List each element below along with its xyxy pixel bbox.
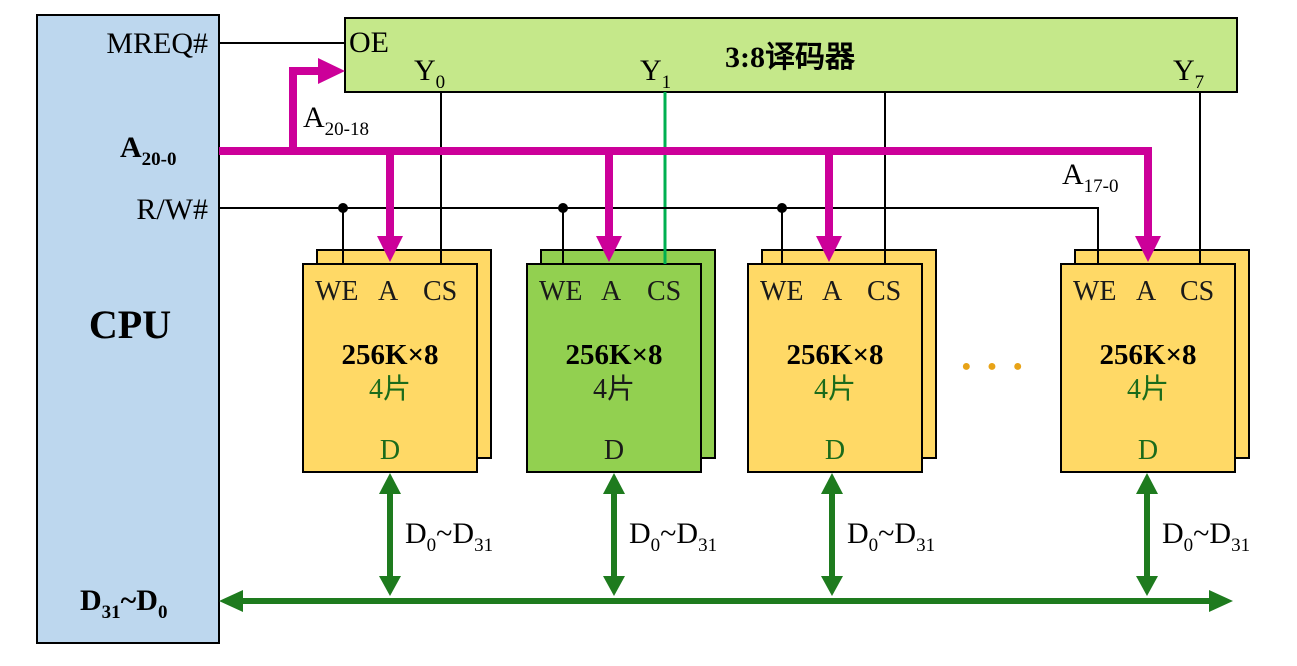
svg-text:256K×8: 256K×8 bbox=[341, 339, 438, 371]
data-label-3: D0~D31 bbox=[847, 517, 935, 556]
svg-text:D: D bbox=[1138, 435, 1158, 466]
mreq-label: MREQ# bbox=[106, 27, 208, 60]
data-link-4 bbox=[1136, 473, 1158, 596]
ellipsis: ● ● ● bbox=[962, 358, 1029, 375]
cpu-title: CPU bbox=[89, 302, 171, 347]
data-link-1 bbox=[379, 473, 401, 596]
svg-text:CS: CS bbox=[423, 276, 457, 307]
decoder-title: 3:8译码器 bbox=[725, 41, 856, 74]
address-bus bbox=[219, 67, 1152, 240]
data-label-2: D0~D31 bbox=[629, 517, 717, 556]
data-link-3 bbox=[821, 473, 843, 596]
svg-text:WE: WE bbox=[760, 276, 804, 307]
svg-text:A: A bbox=[601, 276, 622, 307]
svg-text:CS: CS bbox=[867, 276, 901, 307]
svg-text:256K×8: 256K×8 bbox=[1099, 339, 1196, 371]
rw-junction-2 bbox=[558, 203, 568, 213]
oe-label: OE bbox=[349, 26, 389, 59]
memory-chip-1: WE A CS 256K×8 4片 D bbox=[302, 249, 492, 473]
svg-text:WE: WE bbox=[315, 276, 359, 307]
svg-text:A: A bbox=[1136, 276, 1157, 307]
data-bus bbox=[219, 590, 1233, 612]
address-arrow-chip-1 bbox=[377, 236, 403, 262]
rw-label: R/W# bbox=[136, 193, 208, 226]
svg-text:4片: 4片 bbox=[593, 373, 635, 405]
address-arrow-chip-4 bbox=[1135, 236, 1161, 262]
svg-text:4片: 4片 bbox=[369, 373, 411, 405]
rw-junction-1 bbox=[338, 203, 348, 213]
data-label-1: D0~D31 bbox=[405, 517, 493, 556]
decoder-block bbox=[344, 17, 1238, 93]
svg-text:A: A bbox=[822, 276, 843, 307]
memory-chip-4: WE A CS 256K×8 4片 D bbox=[1060, 249, 1250, 473]
memory-chip-2: WE A CS 256K×8 4片 D bbox=[526, 249, 716, 473]
y1-label: Y1 bbox=[640, 54, 671, 93]
rw-junction-3 bbox=[777, 203, 787, 213]
addr-lo-label: A17-0 bbox=[1062, 158, 1119, 197]
svg-text:256K×8: 256K×8 bbox=[565, 339, 662, 371]
svg-text:256K×8: 256K×8 bbox=[786, 339, 883, 371]
data-label-4: D0~D31 bbox=[1162, 517, 1250, 556]
svg-text:4片: 4片 bbox=[814, 373, 856, 405]
address-arrow-chip-3 bbox=[816, 236, 842, 262]
cpu-address-label: A20-0 bbox=[120, 131, 177, 170]
memory-chip-3: WE A CS 256K×8 4片 D bbox=[747, 249, 937, 473]
svg-text:CS: CS bbox=[1180, 276, 1214, 307]
svg-text:D: D bbox=[825, 435, 845, 466]
addr-hi-label: A20-18 bbox=[303, 101, 369, 140]
svg-text:WE: WE bbox=[1073, 276, 1117, 307]
svg-text:D: D bbox=[604, 435, 624, 466]
svg-text:CS: CS bbox=[647, 276, 681, 307]
svg-text:4片: 4片 bbox=[1127, 373, 1169, 405]
data-link-2 bbox=[603, 473, 625, 596]
y0-label: Y0 bbox=[414, 54, 445, 93]
svg-text:WE: WE bbox=[539, 276, 583, 307]
address-arrow-decoder bbox=[318, 58, 345, 84]
cpu-data-label: D31~D0 bbox=[80, 584, 167, 623]
rw-line bbox=[219, 207, 1099, 264]
y7-label: Y7 bbox=[1173, 54, 1204, 93]
svg-text:A: A bbox=[378, 276, 399, 307]
svg-text:D: D bbox=[380, 435, 400, 466]
cpu-block bbox=[36, 14, 220, 644]
address-arrow-chip-2 bbox=[596, 236, 622, 262]
